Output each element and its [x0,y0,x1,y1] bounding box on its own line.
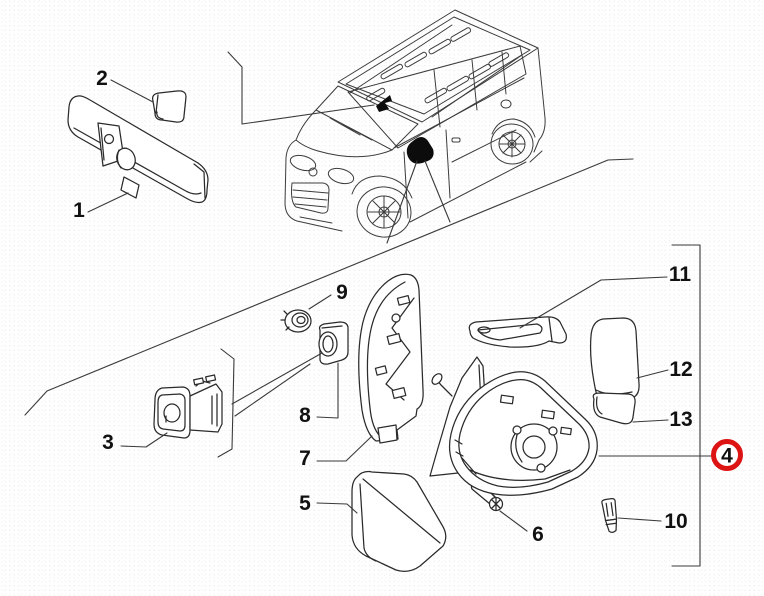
switch-bezel-part [318,321,349,365]
leader-line-2 [110,79,154,103]
grille [291,182,330,214]
mirror-toggle-tab [120,176,140,199]
wide-angle-glass-part [592,392,636,425]
headlight-right [327,167,355,185]
rear-wheel [490,123,534,165]
leader-line-3 [120,432,168,448]
leader-line-11 [519,276,668,329]
mirror-assembly-part [429,356,598,496]
callout-label-7[interactable]: 7 [299,447,311,470]
callout-label-5[interactable]: 5 [299,492,311,515]
callout-label-9[interactable]: 9 [336,281,348,304]
callout-label-12[interactable]: 12 [669,358,692,381]
mirror-bracket-part [358,273,424,444]
callout-label-10[interactable]: 10 [664,510,687,533]
bezel-link-upper [231,352,323,405]
interior-mirror-callout-line [227,51,375,125]
grille-badge [308,167,318,177]
callout-label-4[interactable]: 4 [721,445,733,468]
highlight-circle[interactable] [711,439,743,471]
leader-line-6 [499,510,528,532]
vehicle-illustration [284,9,546,238]
assembly-group-bracket [671,244,701,567]
bulb-part [601,498,618,533]
turn-signal-lamp-part [468,316,567,348]
leader-line-9 [308,294,332,310]
door-handle [451,137,461,143]
leader-line-13 [632,419,669,423]
mirror-switch-part [153,374,223,439]
leader-line-10 [617,517,662,522]
interior-mirror-part [67,95,209,204]
roof-rib-slots [366,27,510,104]
leader-line-8 [316,362,339,419]
callout-label-1[interactable]: 1 [73,199,85,222]
callout-label-6[interactable]: 6 [532,523,544,546]
mirror-glass-part [589,317,640,404]
bezel-link-lower [234,363,311,417]
callout-label-3[interactable]: 3 [102,431,114,454]
fuel-cap [500,99,512,109]
door-marker-leader-left [386,160,418,244]
callout-label-2[interactable]: 2 [96,67,108,90]
leader-line-5 [316,502,358,514]
side-windows [347,45,527,149]
leader-line-7 [316,435,373,462]
door-marker-leader-right [424,160,451,223]
leader-line-12 [636,369,669,379]
mirror-cap-part [351,470,447,572]
grommet-part [280,309,312,333]
mirror-cover-part [152,90,187,123]
callout-label-11[interactable]: 11 [669,263,692,286]
door-mirror-marker [406,137,434,164]
callout-label-8[interactable]: 8 [299,404,311,427]
headlight-left [289,154,317,172]
windshield-marker [376,95,392,112]
exploded-region-boundary [24,158,634,416]
front-wheel [356,186,412,238]
callout-label-13[interactable]: 13 [669,408,692,431]
leader-line-1 [87,192,129,213]
